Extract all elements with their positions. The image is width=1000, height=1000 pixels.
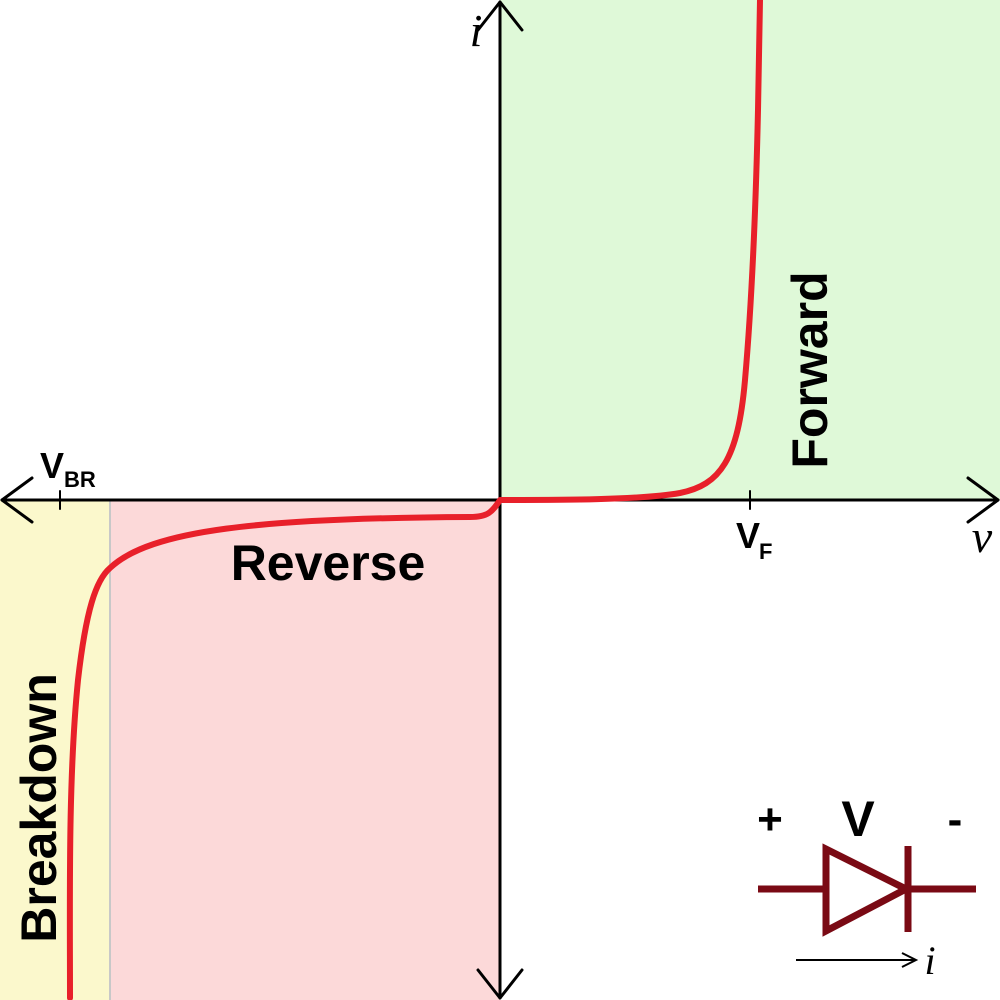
voltage-arrow-right: [966, 476, 1000, 524]
voltage-arrow-left: [0, 476, 34, 524]
reverse-region-label: Reverse: [231, 535, 426, 591]
forward-voltage-subscript: F: [759, 539, 772, 564]
breakdown-region: [0, 500, 110, 1000]
reverse-region: [110, 500, 500, 1000]
diode-voltage-label: V: [841, 791, 875, 847]
current-arrow-up: [476, 0, 524, 32]
forward-region: [500, 0, 1000, 500]
diode-current-label: i: [924, 938, 935, 983]
diode-current-arrowhead-icon: [901, 952, 919, 968]
voltage-axis-label: v: [972, 511, 993, 562]
breakdown-region-label: Breakdown: [11, 673, 67, 943]
iv-curve: [66, 0, 763, 1000]
diode-minus-label: -: [948, 795, 963, 844]
forward-voltage-label: V: [736, 515, 760, 556]
forward-region-label: Forward: [782, 271, 838, 468]
breakdown-voltage-subscript: BR: [64, 467, 96, 492]
current-arrow-down: [476, 968, 524, 1000]
diode-plus-label: +: [757, 795, 783, 844]
current-axis-label: i: [470, 5, 483, 56]
diode-triangle-icon: [822, 843, 914, 937]
diode-symbol: + V - i: [757, 791, 976, 983]
breakdown-voltage-label: V: [40, 445, 64, 486]
